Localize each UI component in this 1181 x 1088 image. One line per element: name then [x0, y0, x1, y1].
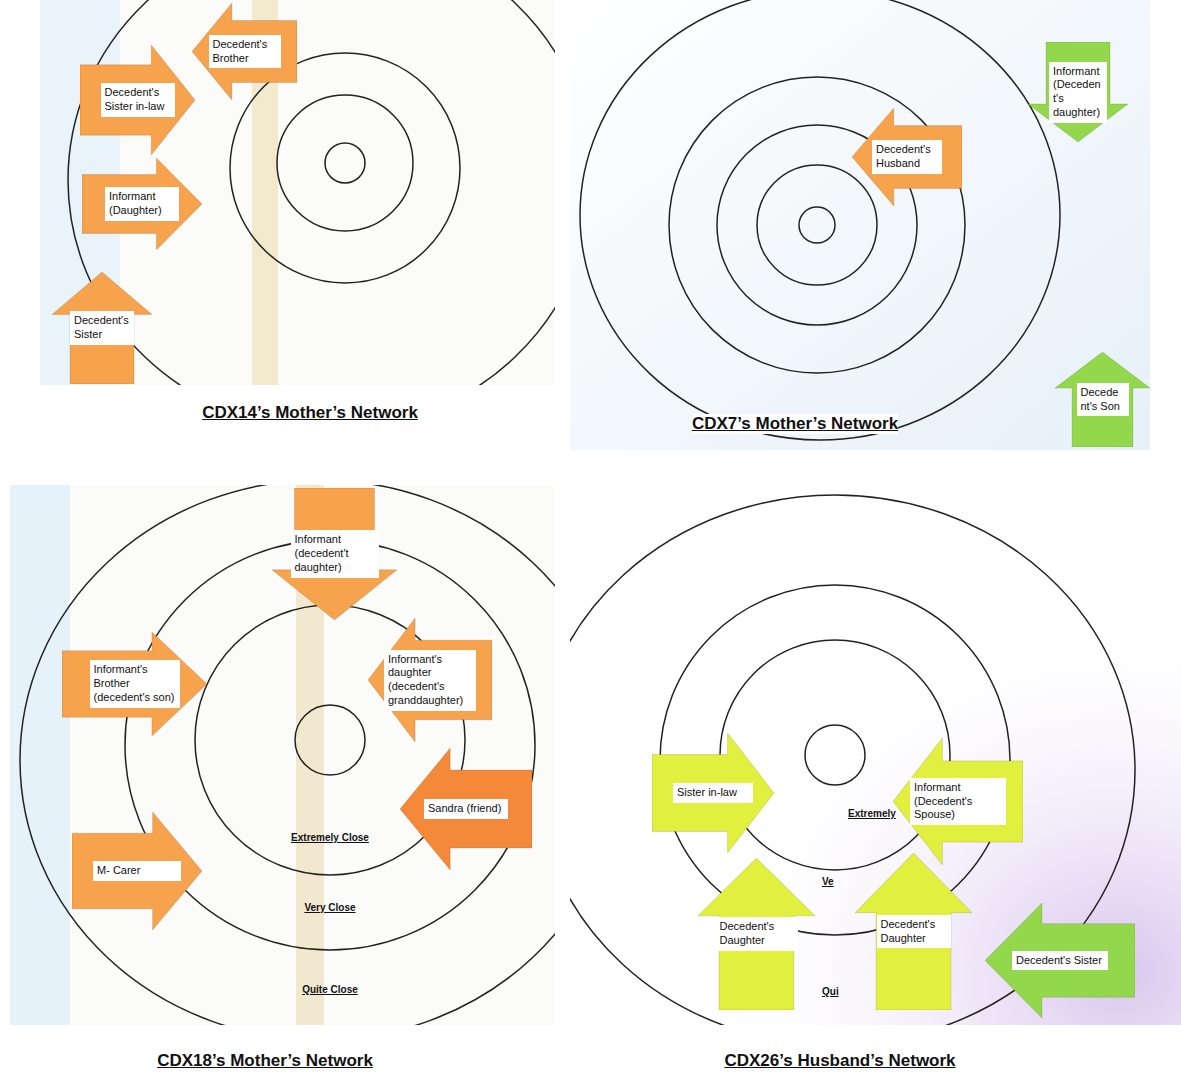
sticky-note: Decedent's Daughter: [698, 858, 815, 1010]
note-label: Informant's daughter (decedent's grandda…: [384, 650, 476, 711]
note-label: Decedent's Daughter: [716, 917, 798, 951]
note-label: Decedent's Brother: [209, 35, 281, 69]
panel-cdx14: [40, 0, 555, 385]
note-label: Informant's Brother (decedent's son): [90, 660, 180, 707]
sticky-note: Informant (decedent't daughter): [272, 488, 397, 620]
sticky-note: Sister in-law: [652, 733, 774, 853]
ring-label: Qui: [822, 986, 839, 997]
note-label: Decedent's Sister: [1012, 951, 1108, 971]
sticky-note: Decedent's Sister in-law: [80, 45, 195, 155]
note-label: Decedent's Daughter: [877, 915, 951, 949]
panel-cdx26: [570, 485, 1181, 1025]
sticky-note: Decedent's Sister: [985, 903, 1135, 1018]
ring-label: Ve: [822, 876, 834, 887]
note-label: Sister in-law: [673, 783, 753, 803]
sticky-note: Decedent's Brother: [192, 3, 297, 100]
note-label: Decedent's Husband: [872, 140, 942, 174]
sticky-note: Informant (Daughter): [82, 158, 202, 250]
note-label: Informant (Decedent's daughter): [1049, 62, 1107, 123]
ring-label: Extremely: [848, 808, 896, 819]
sticky-note: Decedent's Son: [1055, 352, 1150, 447]
network-caption: CDX26’s Husband’s Network: [724, 1051, 955, 1071]
note-label: Sandra (friend): [424, 799, 508, 819]
note-label: Decedent's Sister: [70, 311, 134, 345]
sticky-note: Informant (Decedent's daughter): [1028, 42, 1128, 142]
note-label: Informant (decedent't daughter): [291, 530, 379, 577]
panel-cdx7: [570, 0, 1150, 450]
ring-label: Quite Close: [302, 984, 358, 995]
sticky-note: Decedent's Sister: [52, 272, 152, 384]
note-label: Decedent's Son: [1077, 383, 1129, 417]
note-label: M- Carer: [93, 861, 181, 881]
sticky-note: Informant's Brother (decedent's son): [62, 632, 207, 736]
sticky-note: Informant (Decedent's Spouse): [893, 738, 1023, 865]
network-caption: CDX18’s Mother’s Network: [157, 1051, 373, 1071]
sticky-note: M- Carer: [72, 812, 202, 930]
ring-label: Extremely Close: [291, 832, 369, 843]
network-caption: CDX14’s Mother’s Network: [202, 403, 418, 423]
sticky-note: Decedent's Husband: [852, 108, 962, 206]
sticky-note: Informant's daughter (decedent's grandda…: [368, 618, 492, 742]
note-label: Informant (Decedent's Spouse): [910, 778, 1006, 825]
ring-label: Very Close: [304, 902, 355, 913]
network-caption: CDX7’s Mother’s Network: [692, 414, 898, 434]
sticky-note: Sandra (friend): [400, 748, 532, 870]
note-label: Informant (Daughter): [105, 187, 179, 221]
sticky-note: Decedent's Daughter: [855, 853, 972, 1010]
note-label: Decedent's Sister in-law: [101, 83, 175, 117]
panel-cdx18: [10, 485, 555, 1025]
